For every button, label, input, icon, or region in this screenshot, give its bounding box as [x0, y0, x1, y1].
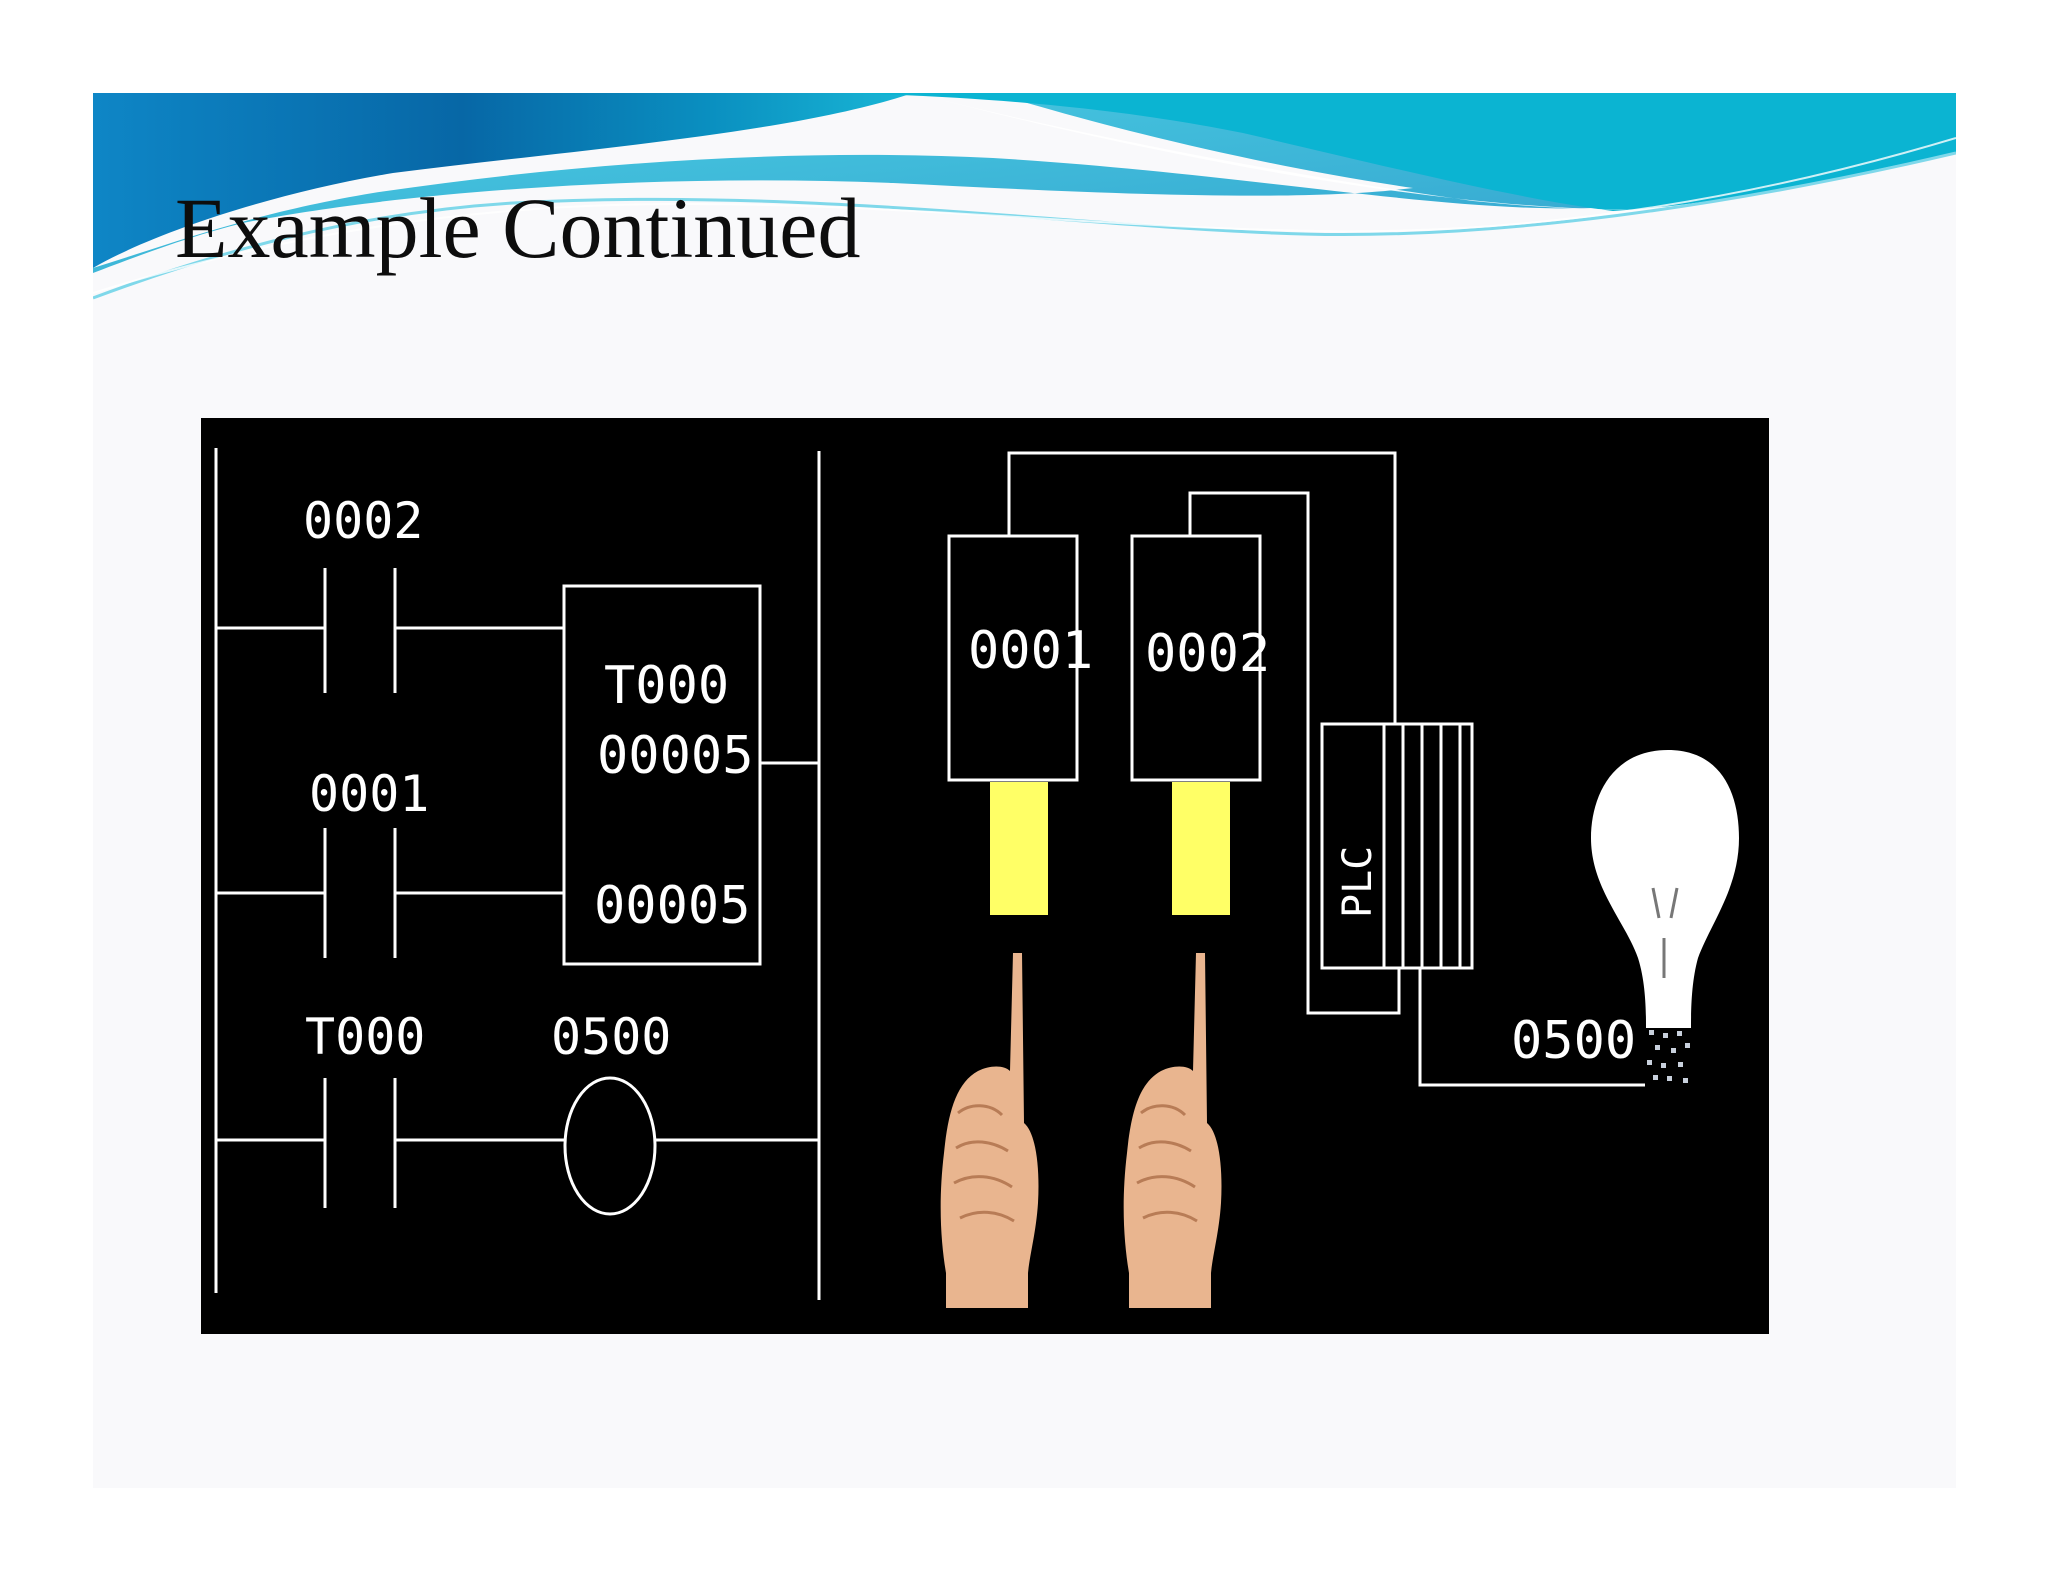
switch-box-0002 [1130, 534, 1262, 782]
output-coil [563, 1076, 657, 1216]
switch-box-0001 [947, 534, 1079, 782]
header-banner [93, 93, 1956, 300]
pointing-hand-icon [1123, 953, 1222, 1308]
plc-label: PLC [1335, 846, 1381, 918]
lamp-label-0500: 0500 [1511, 1011, 1636, 1071]
coil-label-0500: 0500 [551, 1008, 671, 1066]
plc-unit [1320, 722, 1474, 970]
switch-label-0001: 0001 [968, 621, 1093, 681]
pointing-hand-icon [940, 953, 1039, 1308]
slide-title: Example Continued [175, 180, 861, 276]
ladder-diagram [214, 448, 821, 1300]
contact-label-0001: 0001 [309, 765, 429, 823]
timer-accumulated: 00005 [594, 876, 751, 936]
contact-label-0002: 0002 [303, 492, 423, 550]
contact-label-t000: T000 [305, 1008, 425, 1066]
switch-label-0002: 0002 [1145, 624, 1270, 684]
timer-block [562, 584, 762, 966]
plc-diagram: 0002 0001 T000 0500 T000 00005 00005 000… [201, 418, 1769, 1334]
switch-actuator-0002 [1172, 782, 1230, 915]
timer-preset: 00005 [597, 726, 754, 786]
light-bulb-icon [1591, 750, 1739, 1083]
switch-actuator-0001 [990, 782, 1048, 915]
timer-name: T000 [604, 656, 729, 716]
